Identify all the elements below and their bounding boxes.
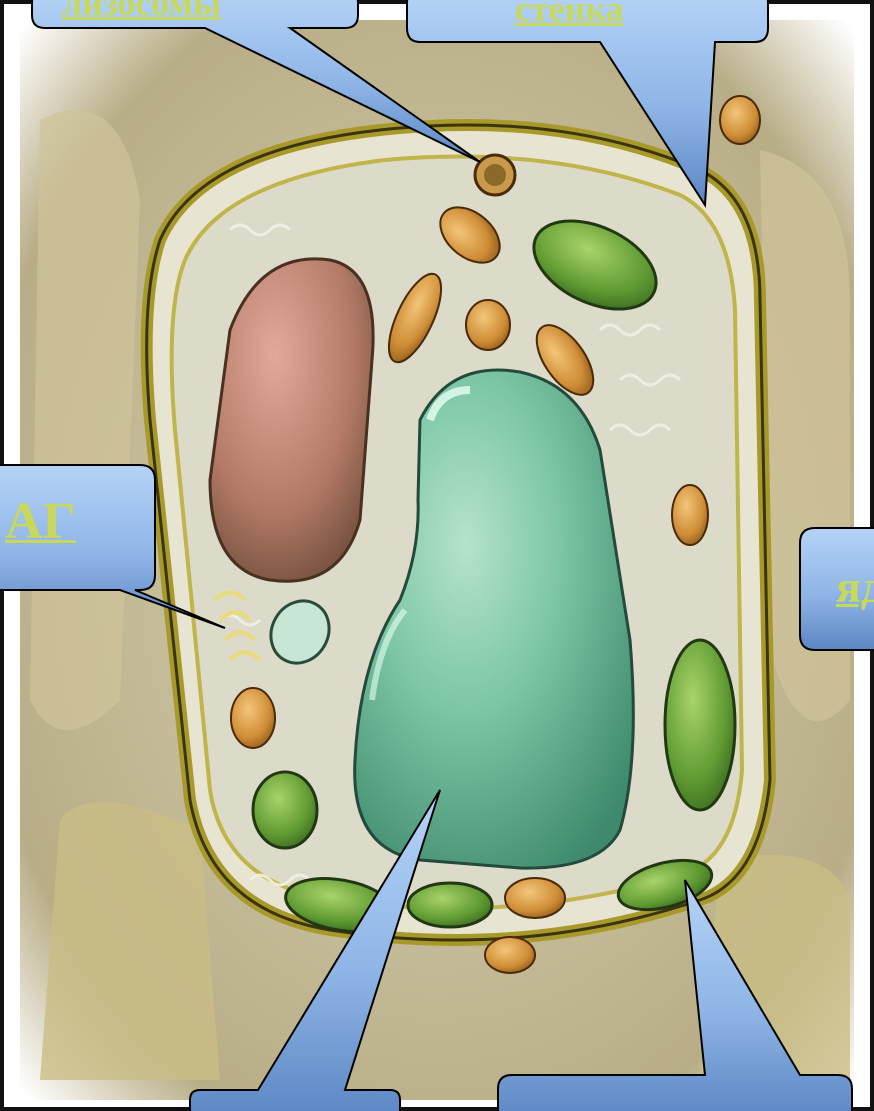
callout-golgi-label[interactable]: АГ [5,492,76,551]
callout-cell-wall-label[interactable]: стенка [515,0,624,30]
callout-lysosomes-label[interactable]: лизосомы [62,0,221,24]
callout-nucleus-label[interactable]: ядро [836,560,874,613]
